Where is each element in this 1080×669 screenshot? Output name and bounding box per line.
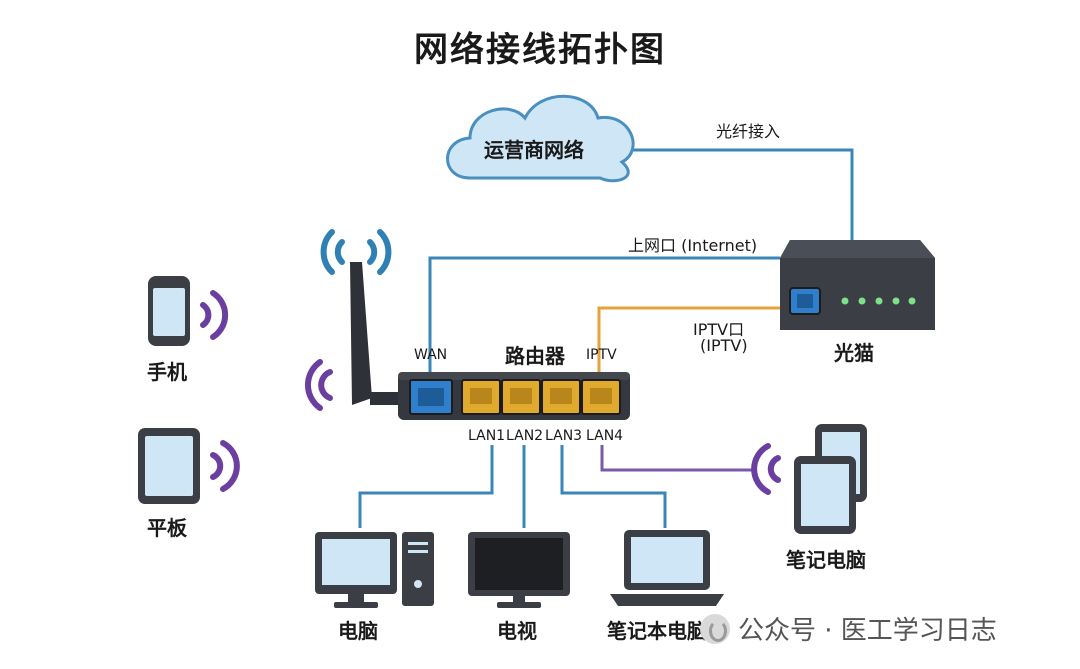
tablet-label: 平板 — [147, 516, 187, 540]
iptv-link-sublabel: (IPTV) — [700, 336, 748, 355]
modem-device — [780, 240, 935, 330]
tablet-device — [138, 428, 200, 504]
fiber-link-label: 光纤接入 — [716, 122, 781, 141]
router-antenna — [350, 262, 400, 405]
wires — [358, 148, 854, 528]
iptv-port-label: IPTV — [586, 347, 617, 363]
fiber-wire — [620, 148, 854, 240]
tv-label: 电视 — [497, 619, 537, 643]
watermark-text: 公众号 · 医工学习日志 — [738, 616, 997, 646]
lan4-wire — [600, 445, 752, 472]
router-wifi-top-icon — [320, 229, 392, 275]
iptv-wire — [597, 306, 780, 372]
iptv-link-label: IPTV口 — [693, 320, 745, 339]
tv-device — [468, 532, 570, 608]
router-wifi-side-icon — [305, 359, 333, 411]
pc-device — [315, 532, 434, 608]
laptop-wifi-label: 笔记电脑 — [786, 548, 866, 572]
isp-label: 运营商网络 — [484, 138, 584, 162]
laptop-device — [610, 530, 724, 606]
lan3-port-label: LAN3 — [545, 428, 583, 444]
tablet-wifi-icon — [210, 440, 240, 492]
uplink-label: 上网口 (Internet) — [628, 236, 758, 255]
watermark: 公众号 · 医工学习日志 — [700, 610, 997, 647]
laptop-label: 笔记本电脑 — [607, 619, 707, 643]
phone-device — [148, 276, 190, 346]
wan-port-label: WAN — [414, 347, 448, 363]
phone-label: 手机 — [147, 360, 187, 384]
page-title: 网络接线拓扑图 — [414, 30, 666, 70]
router-label: 路由器 — [505, 344, 565, 368]
modem-label: 光猫 — [834, 341, 874, 365]
lan2-port-label: LAN2 — [506, 428, 544, 444]
isp-cloud — [446, 94, 635, 183]
lan3-wire — [560, 445, 667, 528]
router-device — [398, 372, 630, 420]
wan-wire — [428, 256, 780, 372]
wechat-icon — [700, 613, 730, 644]
lan4-port-label: LAN4 — [586, 428, 624, 444]
phone-wifi-icon — [200, 290, 229, 340]
laptop-wifi-icon — [751, 443, 781, 495]
lan1-port-label: LAN1 — [468, 428, 506, 444]
lan1-wire — [358, 445, 494, 528]
laptop-wifi-device — [794, 424, 867, 534]
pc-label: 电脑 — [338, 619, 378, 643]
